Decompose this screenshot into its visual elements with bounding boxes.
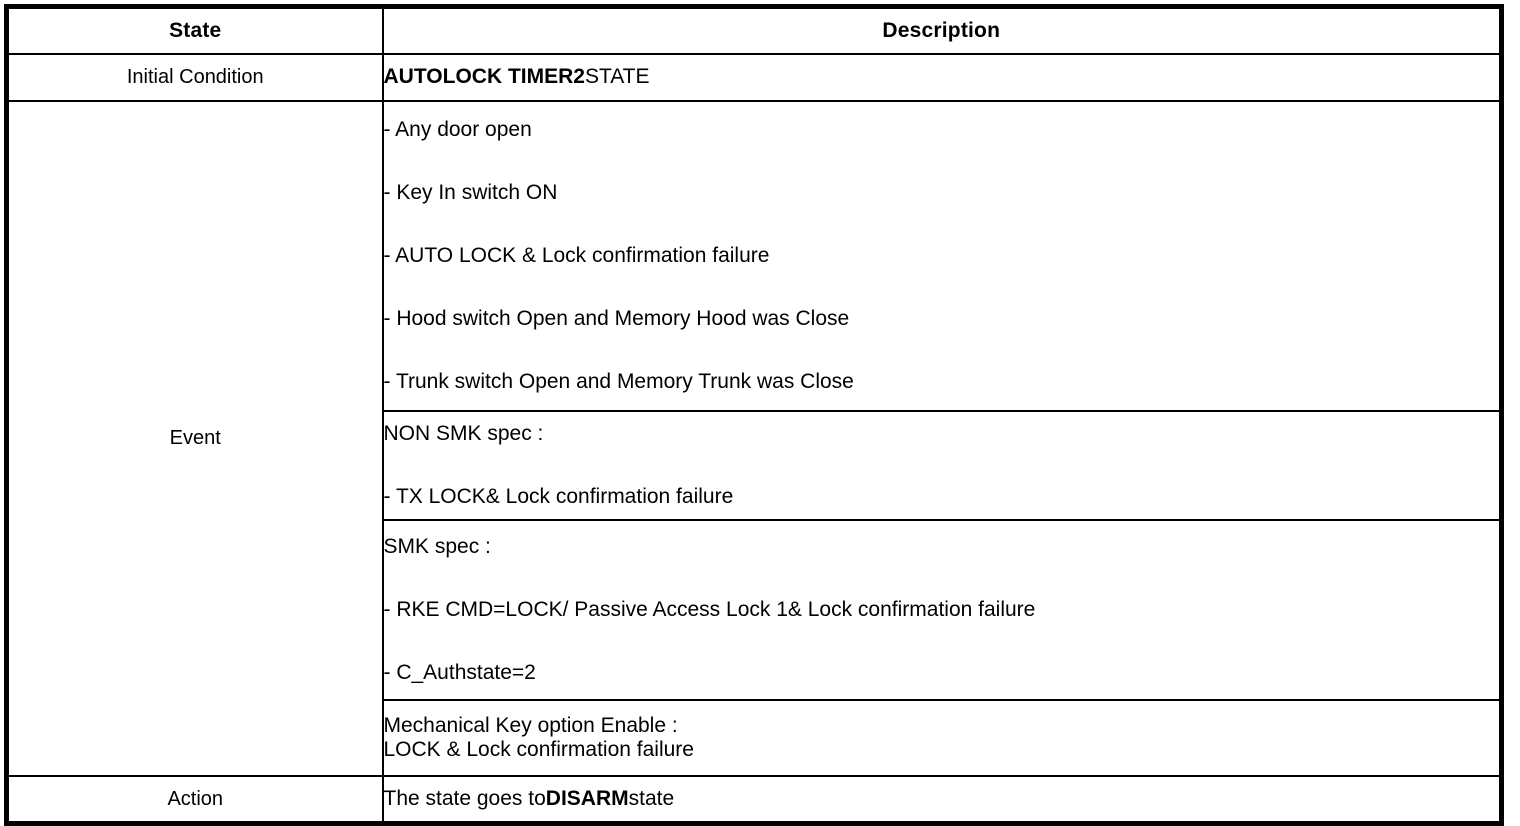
event-smk-block: SMK spec : - RKE CMD=LOCK/ Passive Acces…: [381, 519, 1503, 701]
event-smk-heading: SMK spec :: [383, 534, 491, 558]
page-root: State Description Initial Condition AUTO…: [4, 4, 1504, 826]
event-smk-rke-cmd-lock: - RKE CMD=LOCK/ Passive Access Lock 1& L…: [383, 597, 1036, 621]
initial-condition-state-suffix: STATE: [584, 65, 650, 89]
initial-condition-text: AUTOLOCK TIMER2STATE: [384, 66, 1500, 88]
table-row-event-smk: SMK spec : - RKE CMD=LOCK/ Passive Acces…: [7, 519, 1503, 701]
action-target-state-bold: DISARM: [545, 786, 629, 810]
event-smk-lines: SMK spec : - RKE CMD=LOCK/ Passive Acces…: [383, 534, 1500, 685]
event-line-key-in-switch-on: - Key In switch ON: [383, 180, 558, 204]
event-mechanical-key-block: Mechanical Key option Enable : LOCK & Lo…: [381, 699, 1503, 777]
initial-condition-state-bold: AUTOLOCK TIMER2: [383, 65, 585, 89]
table-row-action: Action The state goes toDISARMstate: [5, 775, 1503, 825]
event-non-smk-tx-lock: - TX LOCK& Lock confirmation failure: [383, 485, 734, 508]
event-smk-c-authstate: - C_Authstate=2: [383, 661, 536, 685]
action-text-suffix: state: [628, 786, 675, 810]
table-body: Initial Condition AUTOLOCK TIMER2STATE E…: [5, 53, 1503, 825]
table-header: State Description: [5, 5, 1503, 55]
action-text: The state goes toDISARMstate: [383, 786, 1500, 810]
row-value-initial-condition: AUTOLOCK TIMER2STATE: [381, 53, 1503, 102]
event-line-hood-switch-open: - Hood switch Open and Memory Hood was C…: [383, 307, 850, 331]
table-row-event-non-smk: NON SMK spec : - TX LOCK& Lock confirmat…: [7, 410, 1503, 521]
state-description-table: State Description Initial Condition AUTO…: [4, 4, 1504, 826]
event-non-smk-heading: NON SMK spec :: [383, 421, 544, 445]
event-line-any-door-open: - Any door open: [383, 117, 532, 141]
event-general-block: - Any door open - Key In switch ON - AUT…: [381, 100, 1503, 412]
event-line-trunk-switch-open: - Trunk switch Open and Memory Trunk was…: [383, 370, 854, 394]
action-text-prefix: The state goes to: [383, 786, 546, 810]
column-header-state: State: [5, 5, 384, 55]
event-mechanical-key-lines: Mechanical Key option Enable : LOCK & Lo…: [383, 713, 1500, 761]
column-header-description: Description: [381, 5, 1503, 55]
event-non-smk-block: NON SMK spec : - TX LOCK& Lock confirmat…: [381, 410, 1503, 521]
row-label-initial-condition: Initial Condition: [5, 53, 384, 102]
event-mech-key-heading: Mechanical Key option Enable :: [383, 713, 678, 737]
event-non-smk-lines: NON SMK spec : - TX LOCK& Lock confirmat…: [383, 421, 1500, 508]
event-line-auto-lock-failure: - AUTO LOCK & Lock confirmation failure: [383, 243, 770, 267]
row-label-event: Event: [5, 100, 384, 777]
event-general-lines: - Any door open - Key In switch ON - AUT…: [383, 117, 1500, 394]
table-header-row: State Description: [5, 5, 1503, 55]
table-row-event-mechanical-key: Mechanical Key option Enable : LOCK & Lo…: [7, 699, 1503, 777]
table-row-event-general: Event - Any door open - Key In switch ON…: [5, 100, 1503, 777]
event-mech-key-lock-failure: LOCK & Lock confirmation failure: [383, 738, 694, 761]
row-value-action: The state goes toDISARMstate: [381, 775, 1503, 825]
row-label-action: Action: [5, 775, 384, 825]
table-row-initial-condition: Initial Condition AUTOLOCK TIMER2STATE: [5, 53, 1503, 102]
